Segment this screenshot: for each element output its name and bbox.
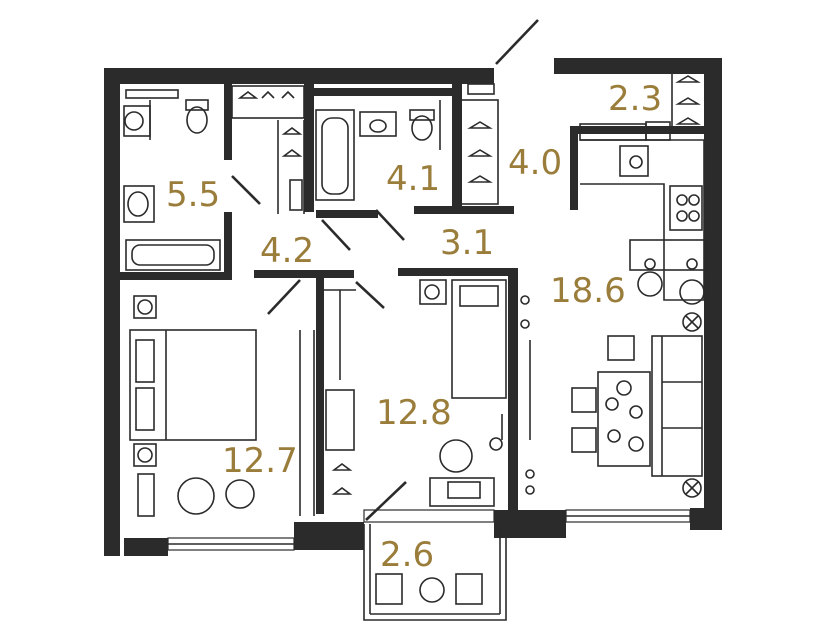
balcony-outline — [363, 524, 507, 621]
bathroom-fixtures — [123, 89, 295, 271]
master-bedroom-fixtures — [129, 295, 315, 517]
area-label-storage: 2.3 — [608, 79, 662, 119]
area-label-kitchen-living: 18.6 — [550, 271, 626, 311]
second-bedroom-fixtures — [324, 279, 531, 507]
wardrobe-fixtures — [231, 85, 305, 214]
area-label-wardrobe-hall: 4.2 — [260, 231, 314, 271]
room-area-labels: 5.5 4.2 4.1 4.0 2.3 3.1 18.6 12.7 12.8 2… — [166, 79, 662, 575]
inner-walls — [120, 58, 706, 514]
area-label-bedroom-master: 12.7 — [222, 441, 298, 481]
area-label-bedroom-second: 12.8 — [376, 393, 452, 433]
area-label-balcony: 2.6 — [380, 535, 434, 575]
area-label-bathroom-main: 5.5 — [166, 175, 220, 215]
area-label-hallway: 4.0 — [508, 143, 562, 183]
hanger-icons — [237, 90, 295, 99]
hallway-closet — [459, 83, 499, 205]
outer-walls — [104, 58, 722, 556]
windows — [167, 509, 691, 551]
bathroom-small-fixtures — [315, 100, 441, 201]
area-label-corridor: 3.1 — [440, 223, 494, 263]
kitchen-fixtures — [525, 139, 707, 498]
area-label-bathroom-small: 4.1 — [386, 159, 440, 199]
doors — [231, 19, 539, 521]
